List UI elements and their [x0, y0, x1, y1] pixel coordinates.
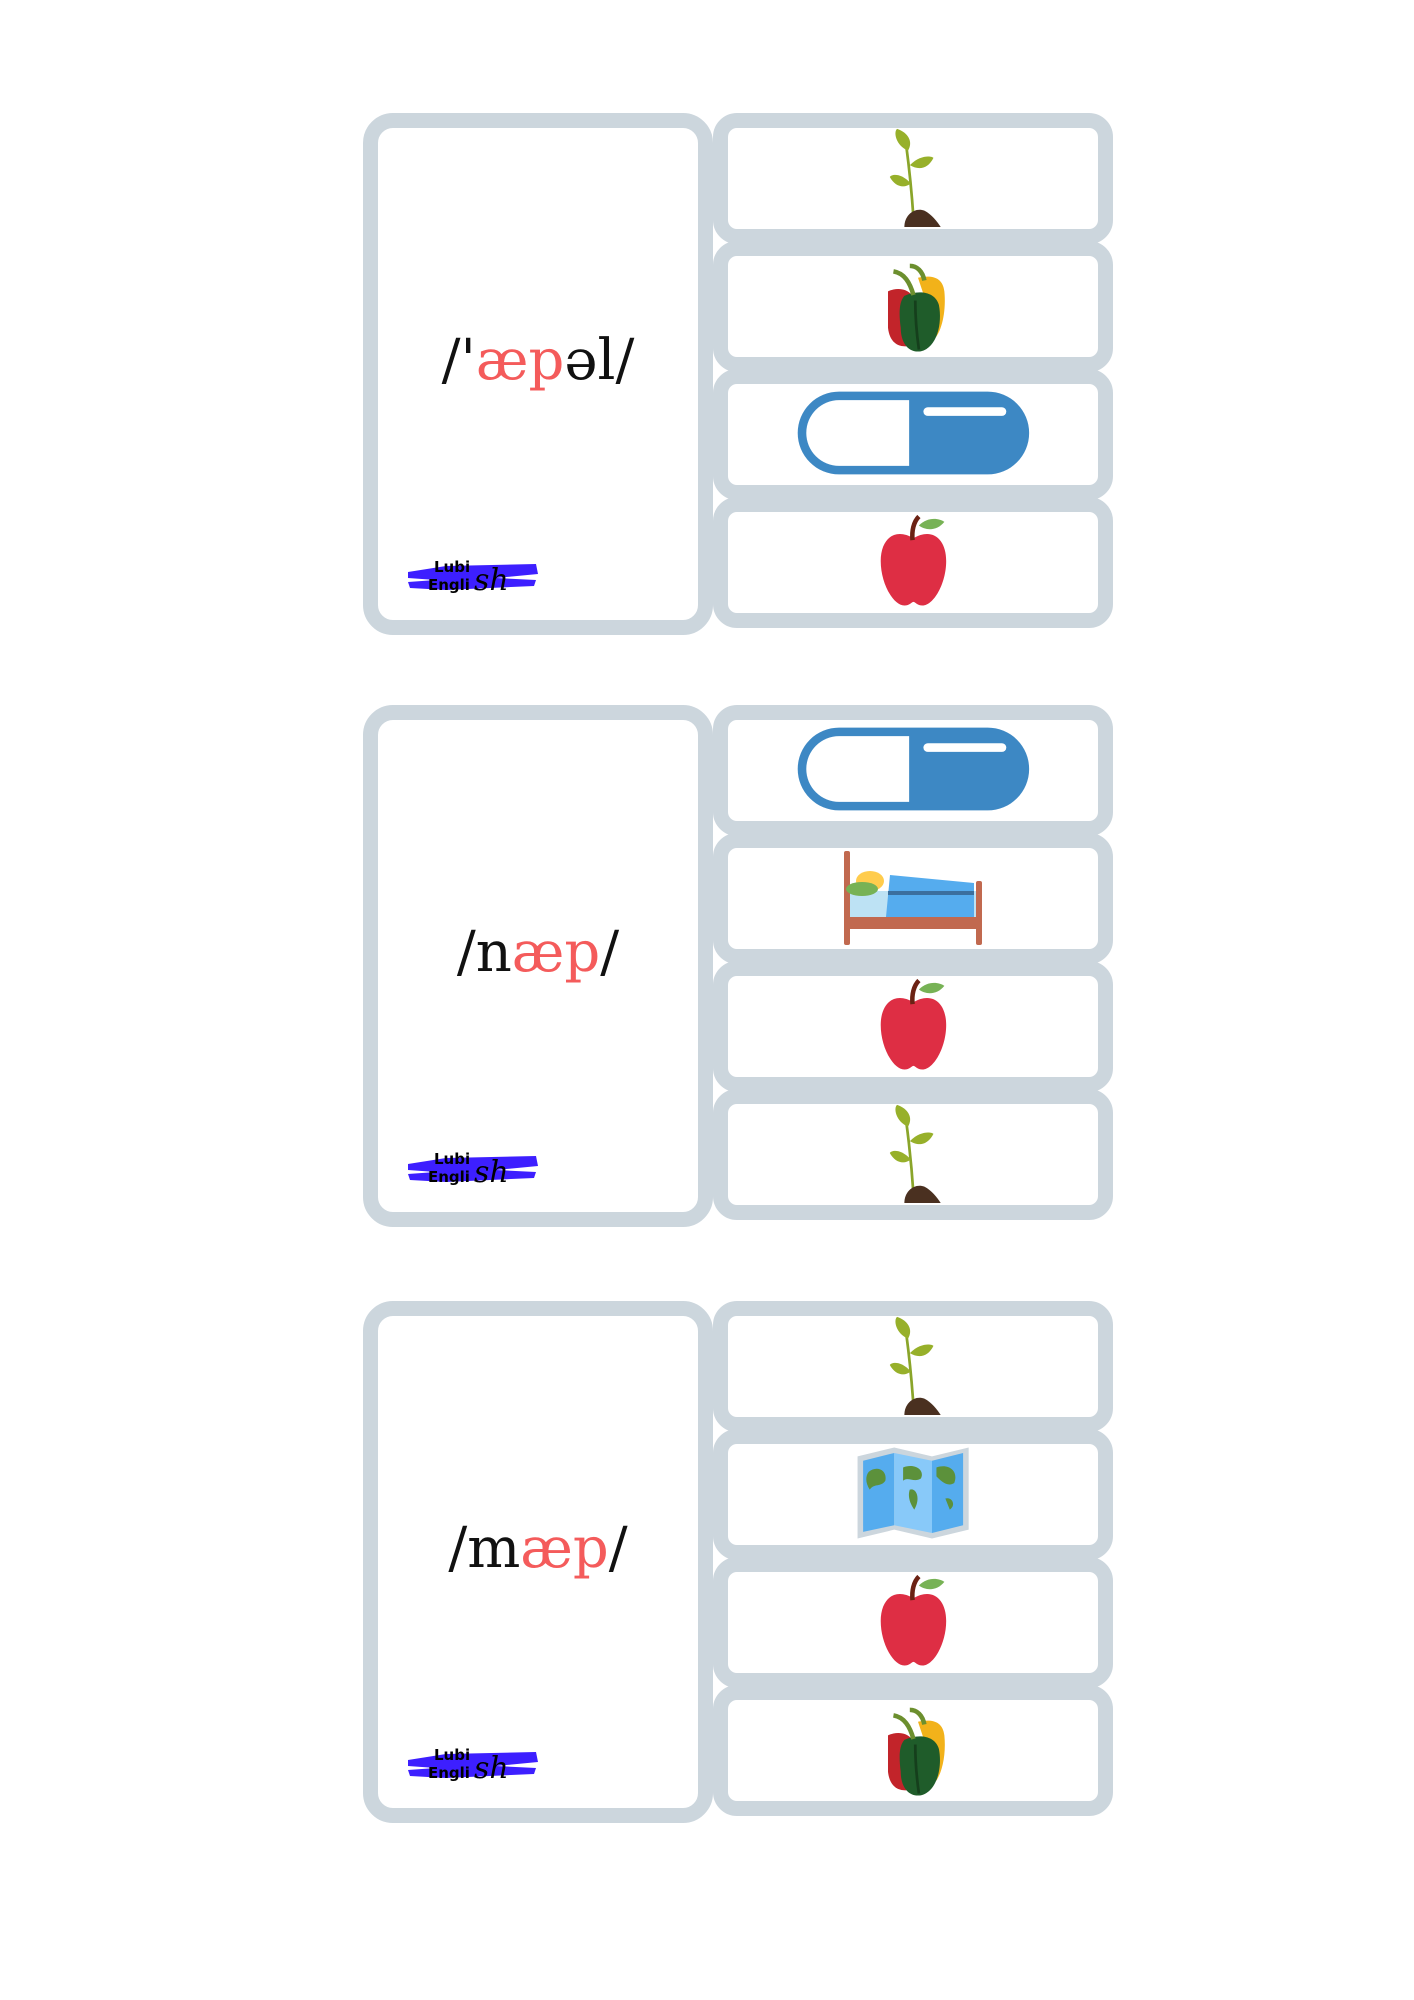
picture-option[interactable] — [713, 1557, 1113, 1688]
svg-text:sh: sh — [474, 563, 509, 598]
picture-option[interactable] — [713, 1429, 1113, 1560]
lubienglish-logo: Lubi Engli sh — [406, 554, 541, 598]
svg-text:sh: sh — [474, 1155, 509, 1190]
picture-option[interactable] — [713, 497, 1113, 628]
phonetic-transcription: /'æpəl/ — [378, 328, 698, 393]
apple-icon — [868, 511, 959, 615]
highlighted-sound: æp — [520, 1516, 609, 1581]
word-card: /næp/ Lubi Engli sh — [363, 705, 713, 1227]
picture-option[interactable] — [713, 961, 1113, 1092]
word-card: /mæp/ Lubi Engli sh — [363, 1301, 713, 1823]
ipa-text: / — [608, 1516, 628, 1581]
picture-option[interactable] — [713, 1685, 1113, 1816]
lubienglish-logo: Lubi Engli sh — [406, 1146, 541, 1190]
pill-icon — [792, 719, 1035, 823]
picture-option[interactable] — [713, 705, 1113, 836]
svg-text:Lubi: Lubi — [434, 1150, 470, 1168]
svg-text:Lubi: Lubi — [434, 1746, 470, 1764]
picture-option[interactable] — [713, 1301, 1113, 1432]
lubienglish-logo: Lubi Engli sh — [406, 1742, 541, 1786]
picture-option[interactable] — [713, 241, 1113, 372]
phonetic-transcription: /næp/ — [378, 920, 698, 985]
ipa-text: /n — [456, 920, 512, 985]
flashcard-set: /næp/ Lubi Engli sh — [363, 705, 1113, 1227]
seedling-icon — [868, 1103, 959, 1207]
picture-options — [713, 113, 1113, 635]
apple-icon — [868, 975, 959, 1079]
bed-icon — [838, 847, 988, 951]
picture-option[interactable] — [713, 113, 1113, 244]
ipa-text: /' — [441, 328, 476, 393]
flashcard-set: /'æpəl/ Lubi Engli sh — [363, 113, 1113, 635]
seedling-icon — [868, 1315, 959, 1419]
picture-options — [713, 1301, 1113, 1823]
word-card: /'æpəl/ Lubi Engli sh — [363, 113, 713, 635]
phonetic-transcription: /mæp/ — [378, 1516, 698, 1581]
ipa-text: / — [600, 920, 620, 985]
bell-pepper-icon — [868, 255, 959, 359]
seedling-icon — [868, 127, 959, 231]
flashcard-set: /mæp/ Lubi Engli sh — [363, 1301, 1113, 1823]
svg-text:Engli: Engli — [428, 1764, 470, 1782]
picture-option[interactable] — [713, 369, 1113, 500]
svg-text:Engli: Engli — [428, 1168, 470, 1186]
svg-text:sh: sh — [474, 1751, 509, 1786]
svg-text:Engli: Engli — [428, 576, 470, 594]
highlighted-sound: æp — [511, 920, 601, 985]
apple-icon — [868, 1571, 959, 1675]
picture-option[interactable] — [713, 1089, 1113, 1220]
picture-option[interactable] — [713, 833, 1113, 964]
pill-icon — [792, 383, 1035, 487]
ipa-text: əl/ — [564, 328, 635, 393]
ipa-text: /m — [448, 1516, 521, 1581]
svg-text:Lubi: Lubi — [434, 558, 470, 576]
bell-pepper-icon — [868, 1699, 959, 1803]
highlighted-sound: æp — [475, 328, 565, 393]
picture-options — [713, 705, 1113, 1227]
map-icon — [852, 1443, 974, 1547]
